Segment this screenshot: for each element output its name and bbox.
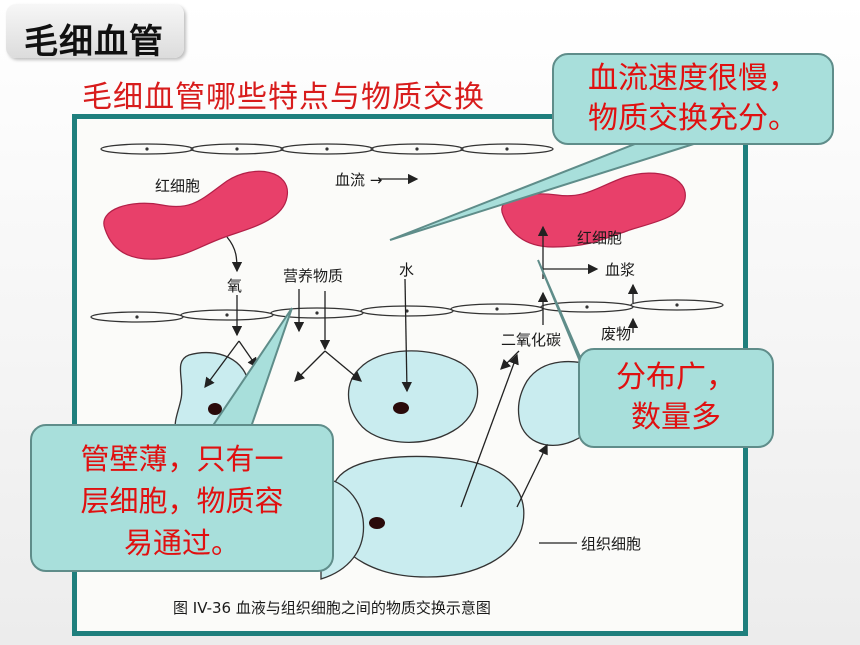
callout-slow-flow: 血流速度很慢， 物质交换充分。 (552, 53, 834, 145)
capillary-wall-bottom (90, 299, 724, 323)
figure-caption: 图 IV-36 血液与组织细胞之间的物质交换示意图 (173, 599, 491, 617)
callout-thin-line1: 管壁薄，只有一 (80, 442, 284, 476)
label-waste: 废物 (601, 325, 631, 343)
tissue-cell-1-nucleus (208, 403, 222, 415)
callout-slow-flow-line1: 血流速度很慢， (588, 61, 798, 96)
callout-wide-line1: 分布广， (616, 360, 736, 395)
callout-thin-line2: 层细胞，物质容 (80, 484, 284, 518)
label-red-cell-right: 红细胞 (577, 229, 622, 247)
label-water: 水 (399, 261, 414, 279)
tissue-cell-2-nucleus (393, 402, 409, 414)
capillary-wall-top (100, 143, 554, 155)
callout-thin-line3: 易通过。 (123, 526, 240, 560)
label-oxygen: 氧 (227, 277, 242, 295)
label-co2: 二氧化碳 (501, 331, 561, 349)
label-blood-flow: 血流 → (335, 171, 382, 189)
tissue-cell-4-nucleus (369, 517, 385, 529)
label-nutrients: 营养物质 (283, 267, 343, 285)
label-red-cell-left: 红细胞 (155, 177, 200, 195)
callout-wide-distribution: 分布广， 数量多 (578, 348, 774, 448)
red-blood-cell-left (103, 170, 288, 260)
label-plasma: 血浆 (605, 261, 635, 279)
callout-thin-wall: 管壁薄，只有一 层细胞，物质容 易通过。 (30, 424, 334, 572)
slide-title: 毛细血管 (24, 22, 164, 62)
callout-slow-flow-line2: 物质交换充分。 (588, 101, 798, 136)
callout-wide-line2: 数量多 (631, 400, 721, 435)
question-heading: 毛细血管哪些特点与物质交换 (82, 80, 485, 115)
title-tab: 毛细血管 (6, 4, 184, 62)
label-tissue-cell: 组织细胞 (581, 535, 641, 553)
tissue-cell-2 (347, 350, 479, 443)
